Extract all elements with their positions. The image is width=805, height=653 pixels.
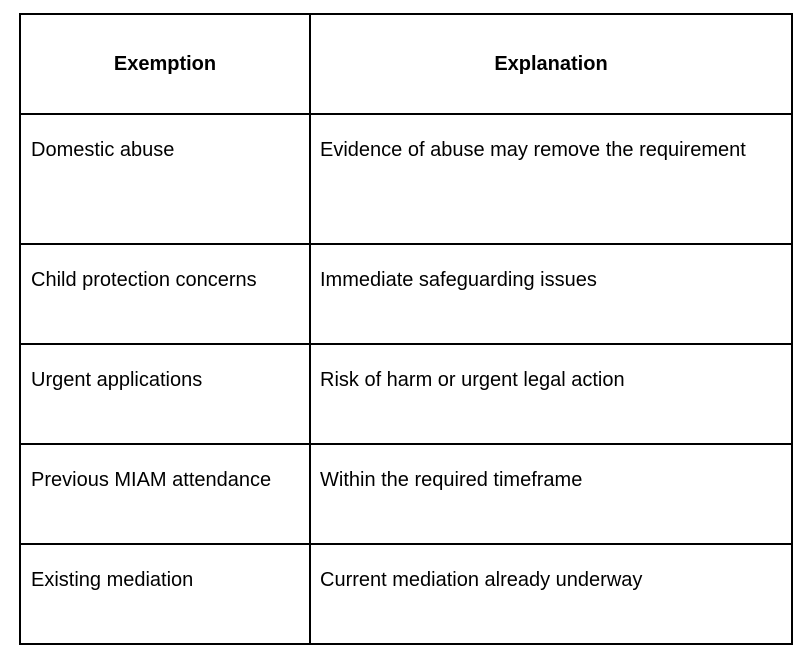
cell-explanation: Within the required timeframe xyxy=(309,443,793,545)
table-row: Child protection concerns Immediate safe… xyxy=(19,243,793,345)
table-row: Domestic abuse Evidence of abuse may rem… xyxy=(19,113,793,245)
cell-exemption: Domestic abuse xyxy=(19,113,311,245)
header-exemption: Exemption xyxy=(19,13,311,115)
cell-exemption: Urgent applications xyxy=(19,343,311,445)
table-row: Existing mediation Current mediation alr… xyxy=(19,543,793,645)
exemptions-table-container: Exemption Explanation Domestic abuse Evi… xyxy=(19,13,793,645)
header-explanation: Explanation xyxy=(309,13,793,115)
exemptions-table: Exemption Explanation Domestic abuse Evi… xyxy=(19,13,793,645)
cell-explanation: Immediate safeguarding issues xyxy=(309,243,793,345)
table-header-row: Exemption Explanation xyxy=(19,13,793,115)
cell-explanation: Risk of harm or urgent legal action xyxy=(309,343,793,445)
cell-exemption: Existing mediation xyxy=(19,543,311,645)
cell-exemption: Previous MIAM attendance xyxy=(19,443,311,545)
cell-explanation: Current mediation already underway xyxy=(309,543,793,645)
cell-exemption: Child protection concerns xyxy=(19,243,311,345)
table-row: Previous MIAM attendance Within the requ… xyxy=(19,443,793,545)
cell-explanation: Evidence of abuse may remove the require… xyxy=(309,113,793,245)
table-row: Urgent applications Risk of harm or urge… xyxy=(19,343,793,445)
